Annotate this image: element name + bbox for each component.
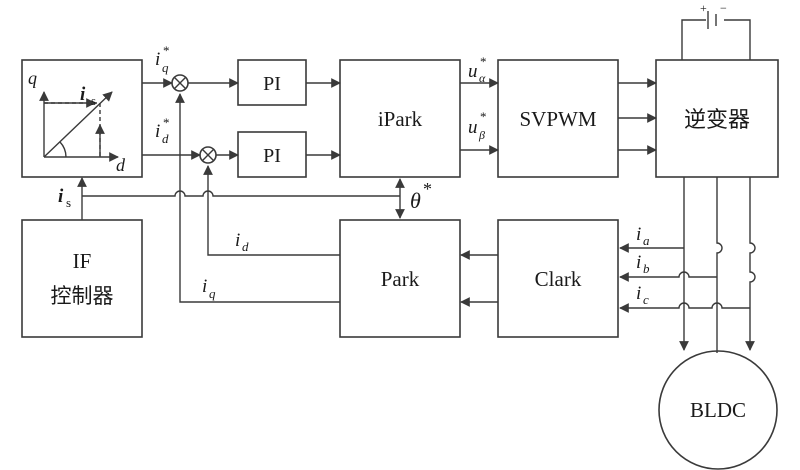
pi-bottom-label: PI bbox=[263, 145, 281, 167]
theta-connections bbox=[77, 177, 405, 220]
svg-text:q: q bbox=[162, 60, 169, 75]
svg-text:i: i bbox=[58, 186, 64, 207]
clark-to-park bbox=[460, 250, 498, 307]
svg-text:α: α bbox=[479, 71, 486, 85]
svpwm-block: SVPWM bbox=[497, 59, 619, 178]
inverter-label: 逆变器 bbox=[684, 108, 750, 133]
svg-text:a: a bbox=[643, 233, 650, 248]
park-block: Park bbox=[339, 219, 461, 338]
phase-wires bbox=[619, 177, 756, 353]
ipark-label: iPark bbox=[378, 107, 423, 131]
svg-text:i: i bbox=[636, 283, 641, 304]
sum-junction-q bbox=[171, 74, 189, 92]
svg-text:β: β bbox=[478, 128, 485, 142]
svg-text:b: b bbox=[643, 261, 650, 276]
svg-text:u: u bbox=[468, 117, 478, 138]
if-label-line1: IF bbox=[73, 249, 92, 273]
u-alpha-label: u α * bbox=[468, 54, 487, 85]
if-label-line2: 控制器 bbox=[51, 284, 114, 308]
feedback-connections bbox=[175, 93, 340, 303]
ic-label: i c bbox=[636, 283, 649, 307]
pi-block-bottom: PI bbox=[237, 131, 307, 178]
battery-plus: + bbox=[700, 1, 707, 15]
svg-text:i: i bbox=[155, 121, 160, 142]
is-vector-label: i bbox=[80, 84, 86, 105]
ipark-block: iPark bbox=[339, 59, 461, 178]
iq-ref-label: i q * bbox=[155, 43, 170, 75]
svg-text:*: * bbox=[163, 43, 170, 58]
vector-diagram: q d i s bbox=[21, 59, 143, 178]
clark-block: Clark bbox=[497, 219, 619, 338]
id-fb-label: i d bbox=[235, 230, 249, 254]
svpwm-label: SVPWM bbox=[519, 107, 596, 131]
svg-text:*: * bbox=[423, 179, 432, 199]
svg-text:d: d bbox=[242, 239, 249, 254]
dc-battery: + − bbox=[681, 1, 751, 60]
bldc-motor: BLDC bbox=[658, 350, 778, 470]
pi-top-label: PI bbox=[263, 73, 281, 95]
svg-text:*: * bbox=[480, 109, 487, 124]
clark-label: Clark bbox=[535, 267, 582, 291]
ib-label: i b bbox=[636, 252, 650, 276]
svg-text:i: i bbox=[636, 224, 641, 245]
svg-text:i: i bbox=[155, 49, 160, 70]
svg-text:θ: θ bbox=[410, 188, 421, 213]
u-beta-label: u β * bbox=[468, 109, 487, 142]
ia-label: i a bbox=[636, 224, 650, 248]
svg-text:i: i bbox=[202, 276, 207, 297]
is-vector-sub: s bbox=[91, 93, 96, 108]
if-controller-block: IF 控制器 bbox=[21, 219, 143, 338]
sum-junction-d bbox=[199, 146, 217, 164]
pi-block-top: PI bbox=[237, 59, 307, 106]
svg-text:*: * bbox=[163, 115, 170, 130]
battery-minus: − bbox=[720, 1, 727, 15]
forward-connections bbox=[142, 78, 657, 160]
svg-text:i: i bbox=[636, 252, 641, 273]
svg-text:c: c bbox=[643, 292, 649, 307]
park-label: Park bbox=[381, 267, 420, 291]
iq-fb-label: i q bbox=[202, 276, 216, 301]
is-out-label: i s bbox=[58, 186, 71, 210]
svg-text:*: * bbox=[480, 54, 487, 69]
inverter-block: 逆变器 bbox=[655, 59, 779, 178]
svg-text:i: i bbox=[235, 230, 240, 251]
d-axis-label: d bbox=[116, 155, 126, 175]
svg-text:q: q bbox=[209, 286, 216, 301]
theta-label: θ * bbox=[410, 179, 432, 213]
svg-text:u: u bbox=[468, 61, 478, 82]
q-axis-label: q bbox=[28, 68, 37, 88]
motor-label: BLDC bbox=[690, 398, 746, 422]
id-ref-label: i d * bbox=[155, 115, 170, 146]
svg-text:s: s bbox=[66, 195, 71, 210]
svg-text:d: d bbox=[162, 131, 169, 146]
